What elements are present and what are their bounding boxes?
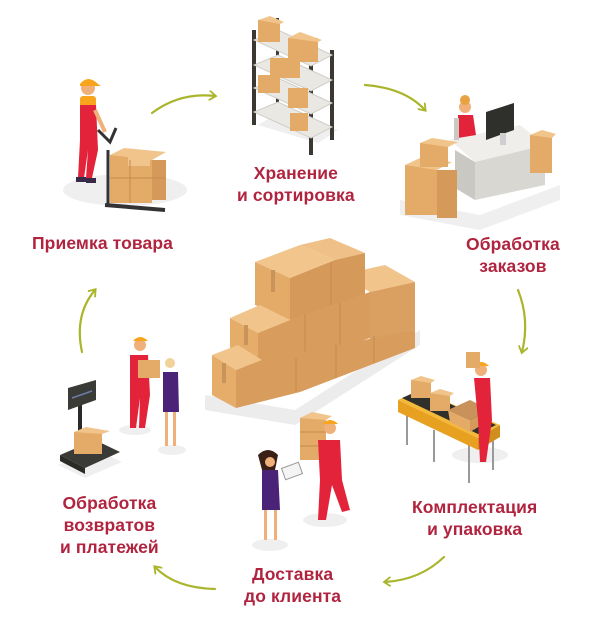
step-label-line: Хранение bbox=[253, 163, 338, 183]
step-label-line: и платежей bbox=[60, 537, 159, 557]
step-label-returns: Обработка возвратов и платежей bbox=[60, 492, 159, 558]
step-label-line: Комплектация bbox=[412, 497, 538, 517]
illustration-storage bbox=[252, 16, 338, 155]
cycle-arrows bbox=[78, 83, 525, 591]
illustration-orders bbox=[400, 95, 560, 230]
arrow-returns-to-receiving bbox=[78, 290, 95, 354]
step-label-orders: Обработка заказов bbox=[466, 233, 560, 277]
step-label-line: возвратов bbox=[63, 515, 156, 535]
step-label-line: до клиента bbox=[244, 586, 342, 606]
illustration-returns bbox=[58, 337, 186, 478]
arrow-receiving-to-storage bbox=[150, 95, 215, 115]
step-label-line: Обработка bbox=[62, 493, 157, 513]
illustration-receiving bbox=[63, 79, 187, 212]
step-label-line: Обработка bbox=[466, 234, 560, 254]
illustration-packing bbox=[398, 352, 508, 483]
step-label-storage: Хранение и сортировка bbox=[237, 162, 355, 206]
step-label-line: Приемка товара bbox=[32, 233, 173, 253]
step-label-line: и сортировка bbox=[237, 185, 355, 205]
step-label-delivery: Доставка до клиента bbox=[244, 563, 341, 607]
arrow-orders-to-packing bbox=[516, 288, 525, 352]
step-label-line: Доставка bbox=[251, 564, 334, 584]
illustration-delivery bbox=[252, 412, 350, 551]
central-box-pile bbox=[205, 238, 420, 425]
step-label-packing: Комплектация и упаковка bbox=[412, 496, 537, 540]
step-label-receiving: Приемка товара bbox=[32, 232, 173, 254]
arrow-delivery-to-returns bbox=[155, 567, 217, 591]
arrow-storage-to-orders bbox=[363, 83, 425, 110]
arrow-packing-to-delivery bbox=[385, 555, 446, 582]
step-label-line: заказов bbox=[479, 256, 547, 276]
step-label-line: и упаковка bbox=[427, 519, 523, 539]
